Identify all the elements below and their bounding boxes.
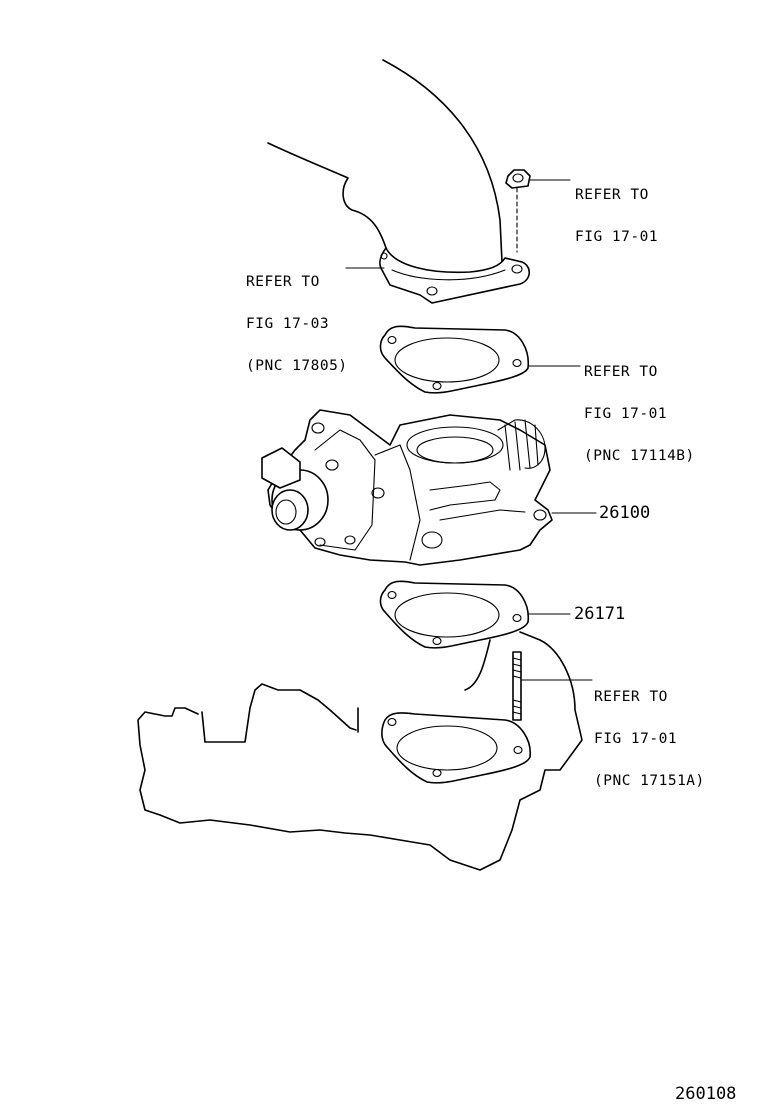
stud-bolt xyxy=(512,651,593,721)
stud-refer-label: REFER TO FIG 17-01 (PNC 17151A) xyxy=(594,689,705,789)
upper-gasket xyxy=(379,325,581,394)
throttle-body-part-number: 26100 xyxy=(599,503,651,523)
throttle-body xyxy=(261,409,597,566)
intake-refer-label: REFER TO FIG 17-03 (PNC 17805) xyxy=(246,274,348,374)
flange-nut xyxy=(505,169,571,189)
intake-elbow xyxy=(267,59,531,304)
intake-manifold xyxy=(137,631,583,871)
lower-gasket xyxy=(379,580,571,649)
lower-gasket-part-number: 26171 xyxy=(574,604,626,624)
upper-gasket-refer-label: REFER TO FIG 17-01 (PNC 17114B) xyxy=(584,364,695,464)
nut-refer-label: REFER TO FIG 17-01 xyxy=(575,187,659,245)
figure-id: 260108 xyxy=(675,1084,737,1104)
